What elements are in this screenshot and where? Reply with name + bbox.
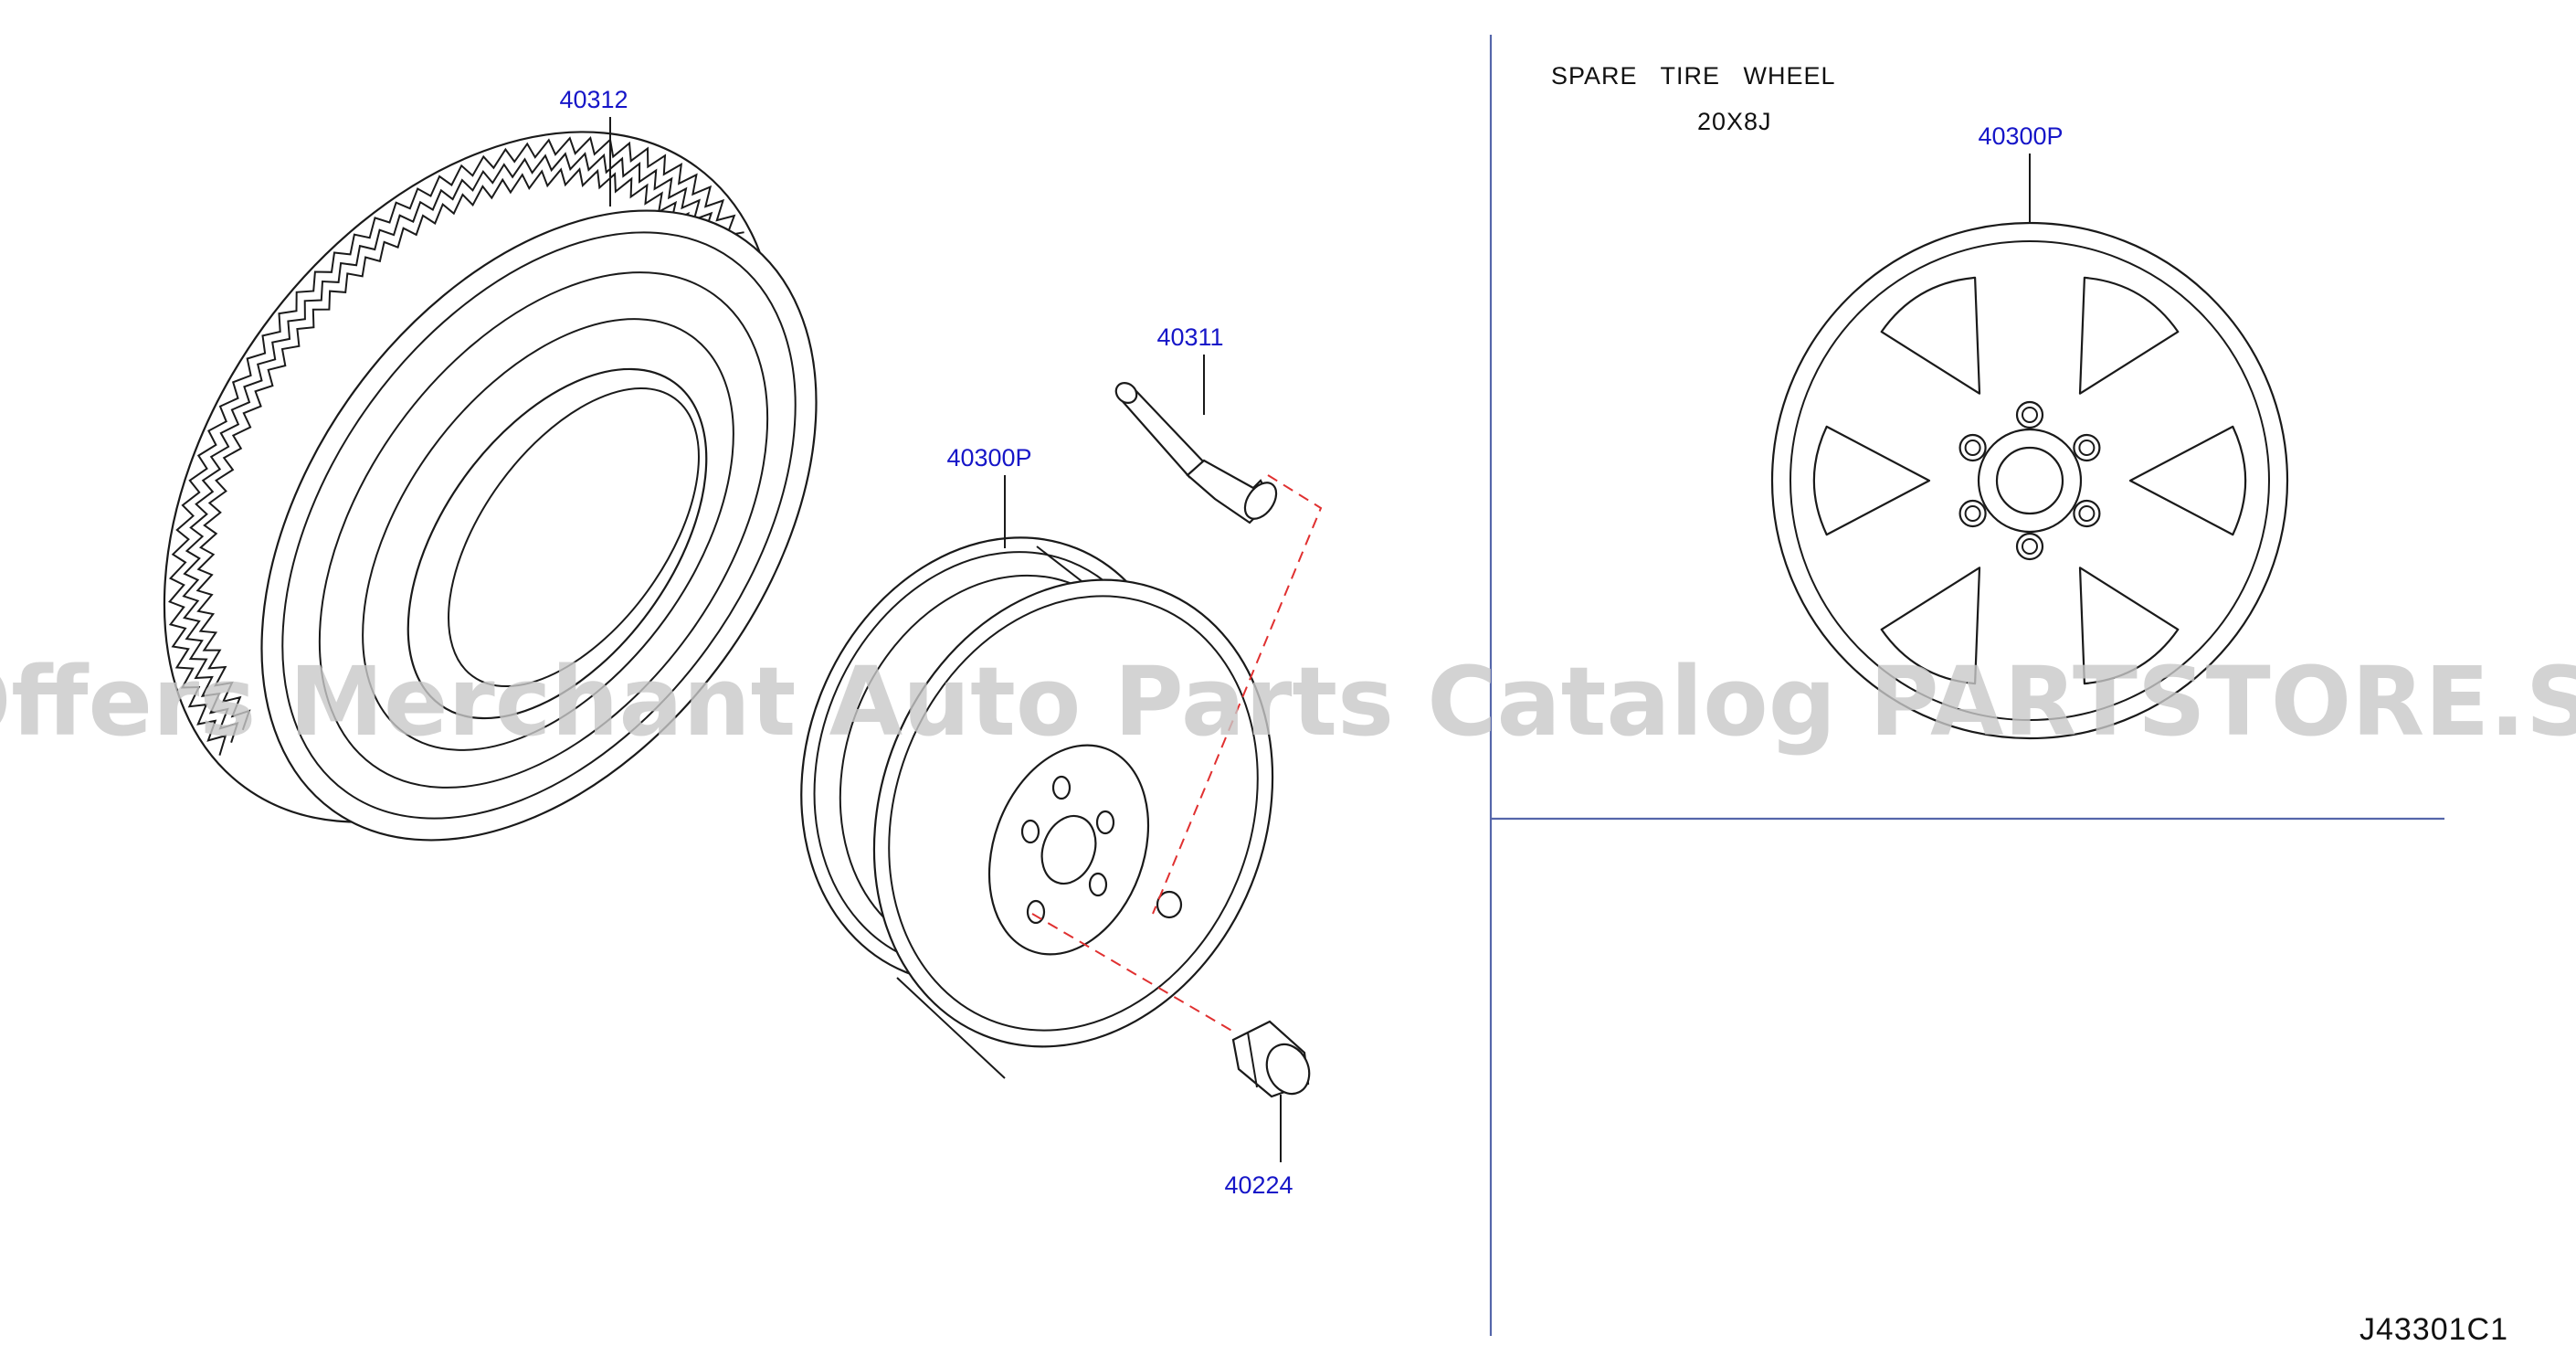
spoke-window — [1880, 539, 2065, 709]
lug-hole — [2015, 532, 2044, 561]
tire-illustration — [163, 131, 818, 842]
callout-spare-wheel-label: 40300P — [1978, 122, 2063, 150]
spoke-window — [1812, 425, 1984, 623]
wheel-lug-holes — [1958, 400, 2101, 561]
callout-valve-label: 40311 — [1156, 323, 1223, 351]
lug-hole — [1958, 433, 1987, 462]
tread-zigzag — [182, 152, 733, 744]
callout-tire-label: 40312 — [559, 86, 628, 113]
diagram-code: J43301C1 — [2360, 1312, 2508, 1347]
spoke-window — [2075, 338, 2247, 536]
callout-wheel[interactable]: 40300P — [946, 444, 1032, 548]
install-path-nut — [1031, 913, 1236, 1033]
callout-spare-wheel[interactable]: 40300P — [1978, 122, 2064, 223]
valve-stem-illustration — [1114, 382, 1278, 524]
lug-hole — [2073, 499, 2101, 528]
spoke-window — [2075, 499, 2243, 685]
spare-panel-title: SPARE TIRE WHEEL — [1551, 62, 1836, 90]
watermark: Offers Merchant Auto Parts Catalog PARTS… — [0, 646, 2576, 757]
callout-nut[interactable]: 40224 — [1224, 1095, 1293, 1199]
install-path-valve — [1152, 474, 1323, 915]
lug-hole — [1958, 499, 1987, 528]
alloy-wheel-illustration — [1770, 221, 2289, 740]
lug-hole — [2015, 400, 2044, 429]
spare-panel-size: 20X8J — [1697, 108, 1772, 135]
tread-pattern — [168, 136, 744, 756]
steel-wheel-illustration — [800, 536, 1274, 1079]
wheel-spokes — [1812, 252, 2247, 709]
callout-valve[interactable]: 40311 — [1156, 323, 1224, 415]
callout-tire[interactable]: 40312 — [559, 86, 628, 207]
tread-zigzag — [195, 167, 720, 731]
lug-nut-illustration — [1231, 1020, 1311, 1098]
lug-hole — [2073, 433, 2101, 462]
callout-nut-label: 40224 — [1224, 1171, 1293, 1199]
spoke-window — [1994, 252, 2180, 422]
spoke-window — [1816, 276, 1984, 462]
tread-zigzag — [168, 136, 744, 756]
callout-wheel-label: 40300P — [946, 444, 1031, 471]
